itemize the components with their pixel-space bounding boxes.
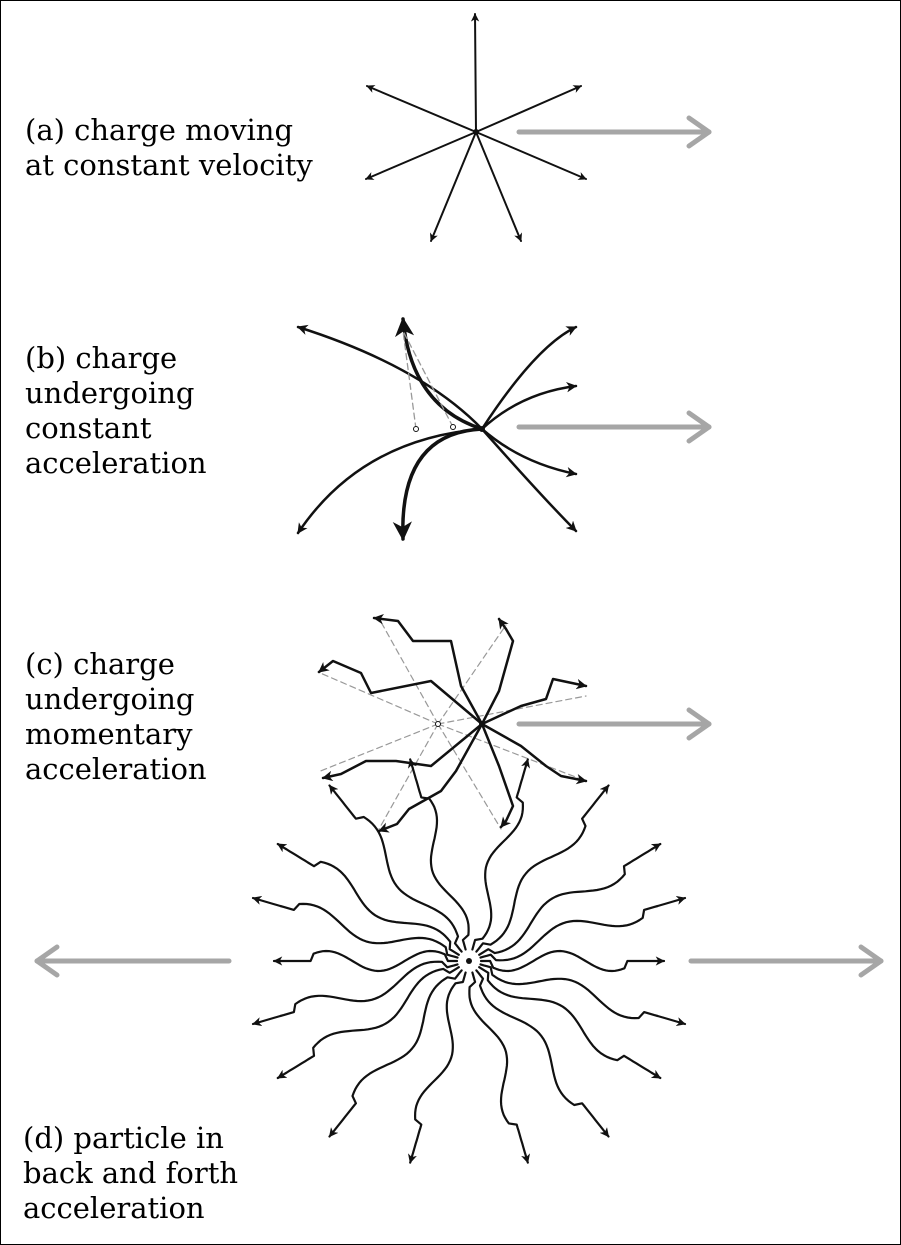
caption-b: (b) charge undergoing constant accelerat… — [25, 341, 207, 481]
caption-b-line2: undergoing — [25, 376, 195, 410]
field-line-b-1 — [296, 324, 484, 431]
caption-c-line1: (c) charge — [25, 647, 175, 681]
field-line-b-6 — [480, 427, 578, 533]
field-line-d-7 — [276, 842, 460, 956]
caption-c-line2: undergoing — [25, 682, 195, 716]
field-line-b-4 — [480, 381, 578, 431]
field-line-a-5 — [365, 131, 477, 180]
panel-b-diagram — [296, 317, 712, 541]
field-line-a-4 — [475, 131, 587, 180]
velocity-arrow-a — [516, 115, 712, 149]
caption-b-line4: acceleration — [25, 446, 207, 480]
past-position-b-2 — [450, 424, 456, 430]
field-line-d-8 — [478, 842, 662, 956]
field-line-c-3 — [480, 617, 515, 726]
field-line-d-17 — [408, 971, 467, 1164]
charge-d — [466, 958, 472, 964]
field-line-b-3 — [480, 325, 578, 431]
field-line-d-1 — [272, 949, 459, 973]
guide-c-7 — [317, 723, 439, 773]
caption-d-line2: back and forth — [23, 1156, 239, 1190]
field-line-d-4 — [479, 895, 687, 962]
field-line-b-2 — [395, 317, 484, 431]
past-position-b-1 — [413, 426, 419, 432]
charge-b — [479, 426, 485, 432]
panel-c-diagram — [317, 613, 712, 833]
field-line-d-13 — [328, 969, 463, 1138]
field-line-d-3 — [251, 895, 459, 959]
guide-b-1 — [402, 330, 454, 428]
field-line-d-15 — [408, 758, 470, 951]
right-arrow-d — [688, 944, 884, 978]
caption-c: (c) charge undergoing momentary accelera… — [25, 647, 207, 787]
field-line-a-7 — [430, 131, 477, 242]
panel-d-diagram — [34, 758, 884, 1164]
field-line-d-18 — [468, 971, 530, 1164]
field-line-b-7 — [392, 427, 484, 541]
guide-c-8 — [380, 621, 439, 725]
guide-b-2 — [402, 330, 417, 430]
field-line-d-5 — [251, 960, 459, 1027]
field-line-c-2 — [372, 613, 484, 726]
guide-c-1 — [317, 671, 439, 725]
caption-b-line1: (b) charge — [25, 341, 178, 375]
velocity-arrow-b — [516, 410, 712, 444]
field-line-c-4 — [480, 677, 588, 726]
charge-a — [473, 129, 479, 135]
field-line-a-3 — [366, 85, 477, 133]
charge-c — [479, 721, 485, 727]
past-position-c — [435, 721, 441, 727]
field-line-b-8 — [296, 427, 484, 535]
guide-c-6 — [378, 723, 439, 830]
caption-a-line2: at constant velocity — [25, 148, 313, 182]
guide-c-4 — [437, 723, 587, 782]
field-line-c-1 — [317, 659, 484, 726]
field-line-b-5 — [480, 427, 578, 478]
field-line-d-12 — [475, 784, 610, 953]
field-line-d-16 — [471, 758, 530, 951]
field-line-c-7 — [377, 722, 484, 833]
caption-c-line3: momentary — [25, 717, 193, 751]
left-arrow-d — [34, 944, 232, 978]
field-line-a-1 — [470, 13, 480, 133]
field-line-c-8 — [321, 722, 484, 782]
caption-d-line1: (d) particle in — [23, 1121, 224, 1155]
caption-b-line3: constant — [25, 411, 152, 445]
caption-a-line1: (a) charge moving — [25, 113, 294, 147]
field-line-d-6 — [479, 963, 687, 1027]
field-line-a-6 — [475, 131, 522, 242]
velocity-arrow-c — [516, 707, 712, 741]
field-line-d-14 — [475, 969, 610, 1138]
field-line-d-11 — [328, 784, 463, 953]
field-line-d-9 — [276, 966, 460, 1080]
guide-c-2 — [437, 624, 507, 725]
caption-d: (d) particle in back and forth accelerat… — [23, 1121, 238, 1226]
field-line-a-2 — [475, 85, 582, 133]
guide-c-5 — [437, 723, 502, 830]
field-line-d-2 — [479, 949, 666, 973]
caption-a: (a) charge moving at constant velocity — [25, 113, 313, 183]
field-line-c-5 — [480, 722, 588, 785]
panel-a-diagram — [365, 13, 712, 242]
field-line-d-10 — [478, 966, 662, 1080]
caption-c-line4: acceleration — [25, 752, 207, 786]
field-line-c-6 — [480, 722, 515, 829]
caption-d-line3: acceleration — [23, 1191, 205, 1225]
